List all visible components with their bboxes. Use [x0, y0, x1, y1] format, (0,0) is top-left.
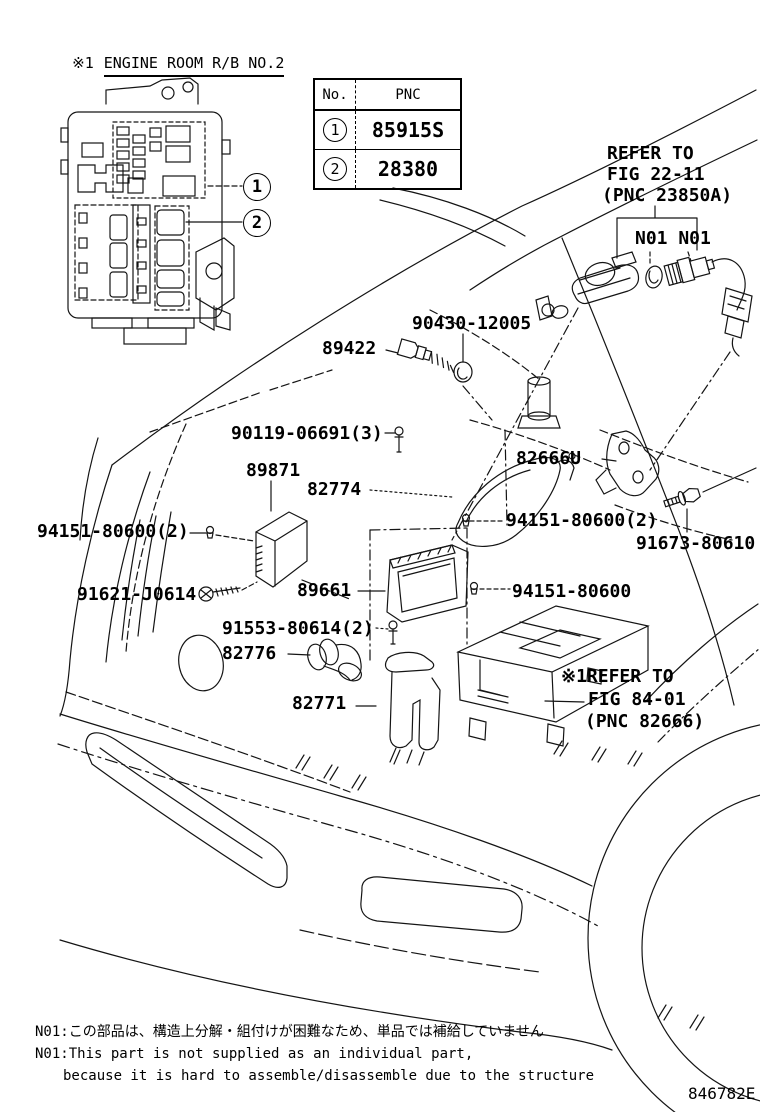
pin-91553-drawing	[388, 620, 398, 645]
ref-label-refer-fig-22-11-line1: REFER TO	[607, 143, 694, 164]
part-label-89422: 89422	[322, 338, 377, 359]
part-label-90119-06691-3: 90119-06691(3)	[231, 423, 383, 444]
part-label-82776: 82776	[222, 643, 277, 664]
callout-circle-2: 2	[243, 209, 271, 237]
elbow-82776-drawing	[307, 638, 362, 682]
housing-fig-84-01-drawing	[456, 605, 650, 747]
ref-label-refer-fig-22-11-line3: (PNC 23850A)	[602, 185, 733, 206]
row-number-circle: 1	[323, 118, 347, 142]
pnc-value: 85915S	[371, 118, 445, 142]
part-label-94151-80600-2-left: 94151-80600(2)	[37, 521, 189, 542]
row-number-circle: 2	[323, 157, 347, 181]
ref-label-refer-fig-84-01-line3: (PNC 82666)	[585, 711, 705, 732]
duct-82771-drawing	[384, 651, 441, 766]
relay-block-drawing	[60, 77, 243, 345]
car-body-outline	[57, 89, 760, 1112]
ecu-89661-drawing	[386, 544, 469, 623]
sensor-89422-drawing	[396, 338, 473, 383]
part-label-89661: 89661	[297, 580, 352, 601]
page-title: ENGINE ROOM R/B NO.2	[103, 54, 285, 77]
part-label-91621-j0614: 91621-J0614	[77, 584, 197, 605]
part-label-94151-80600: 94151-80600	[512, 581, 632, 602]
fig-22-11-assembly-drawing	[535, 205, 753, 357]
ecm-89871-drawing	[255, 511, 308, 588]
leader-lines	[189, 333, 688, 707]
pnc-value: 28380	[377, 157, 439, 181]
col-header-pnc: PNC	[395, 86, 421, 103]
hatch-ticks	[295, 740, 705, 1031]
drawing-code: 846782E	[688, 1084, 756, 1103]
screw-91621-drawing	[198, 586, 241, 602]
part-label-89871: 89871	[246, 460, 301, 481]
part-label-90430-12005: 90430-12005	[412, 313, 532, 334]
washer-n01	[645, 265, 663, 289]
ref-label-refer-fig-22-11-line2: FIG 22-11	[607, 164, 705, 185]
pnc-table-header: No. PNC	[315, 80, 460, 111]
sensor-cable	[711, 258, 746, 311]
clip-94151-drawings	[205, 513, 479, 595]
table-row: 2 28380	[315, 150, 460, 188]
header-marker: ※1	[72, 54, 94, 72]
part-label-94151-80600-2-right: 94151-80600(2)	[506, 510, 658, 531]
footnote-jp: N01:この部品は、構造上分解・組付けが困難なため、単品では補給していません	[35, 1024, 544, 1040]
part-label-82774: 82774	[307, 479, 362, 500]
ref-label-refer-fig-84-01-line2: FIG 84-01	[588, 689, 686, 710]
part-label-91553-80614-2: 91553-80614(2)	[222, 618, 374, 639]
part-label-82771: 82771	[292, 693, 347, 714]
bolt-90119-drawing	[394, 426, 404, 453]
sensor-n01	[663, 256, 716, 287]
pnc-table: No. PNC 1 85915S 2 28380	[313, 78, 462, 190]
part-label-82666u: 82666U	[516, 448, 582, 469]
footnote-en-2: because it is hard to assemble/disassemb…	[63, 1068, 595, 1084]
part-label-91673-80610: 91673-80610	[636, 533, 756, 554]
cylinder-standoff-drawing	[517, 376, 561, 429]
reservoir-cap	[611, 251, 637, 269]
callout-circle-1: 1	[243, 173, 271, 201]
col-header-no: No.	[315, 80, 356, 109]
page-header: ※1 ENGINE ROOM R/B NO.2	[36, 36, 285, 90]
table-row: 1 85915S	[315, 111, 460, 150]
cover-82774-drawing	[455, 452, 576, 547]
bracket-82666u-drawing	[595, 430, 660, 497]
ref-label-refer-fig-84-01-line1: ※1REFER TO	[561, 666, 674, 687]
ref-label-n01-pair: N01 N01	[635, 228, 711, 249]
footnote-en-1: N01:This part is not supplied as an indi…	[35, 1046, 474, 1062]
bolt-91673-drawing	[663, 487, 701, 508]
